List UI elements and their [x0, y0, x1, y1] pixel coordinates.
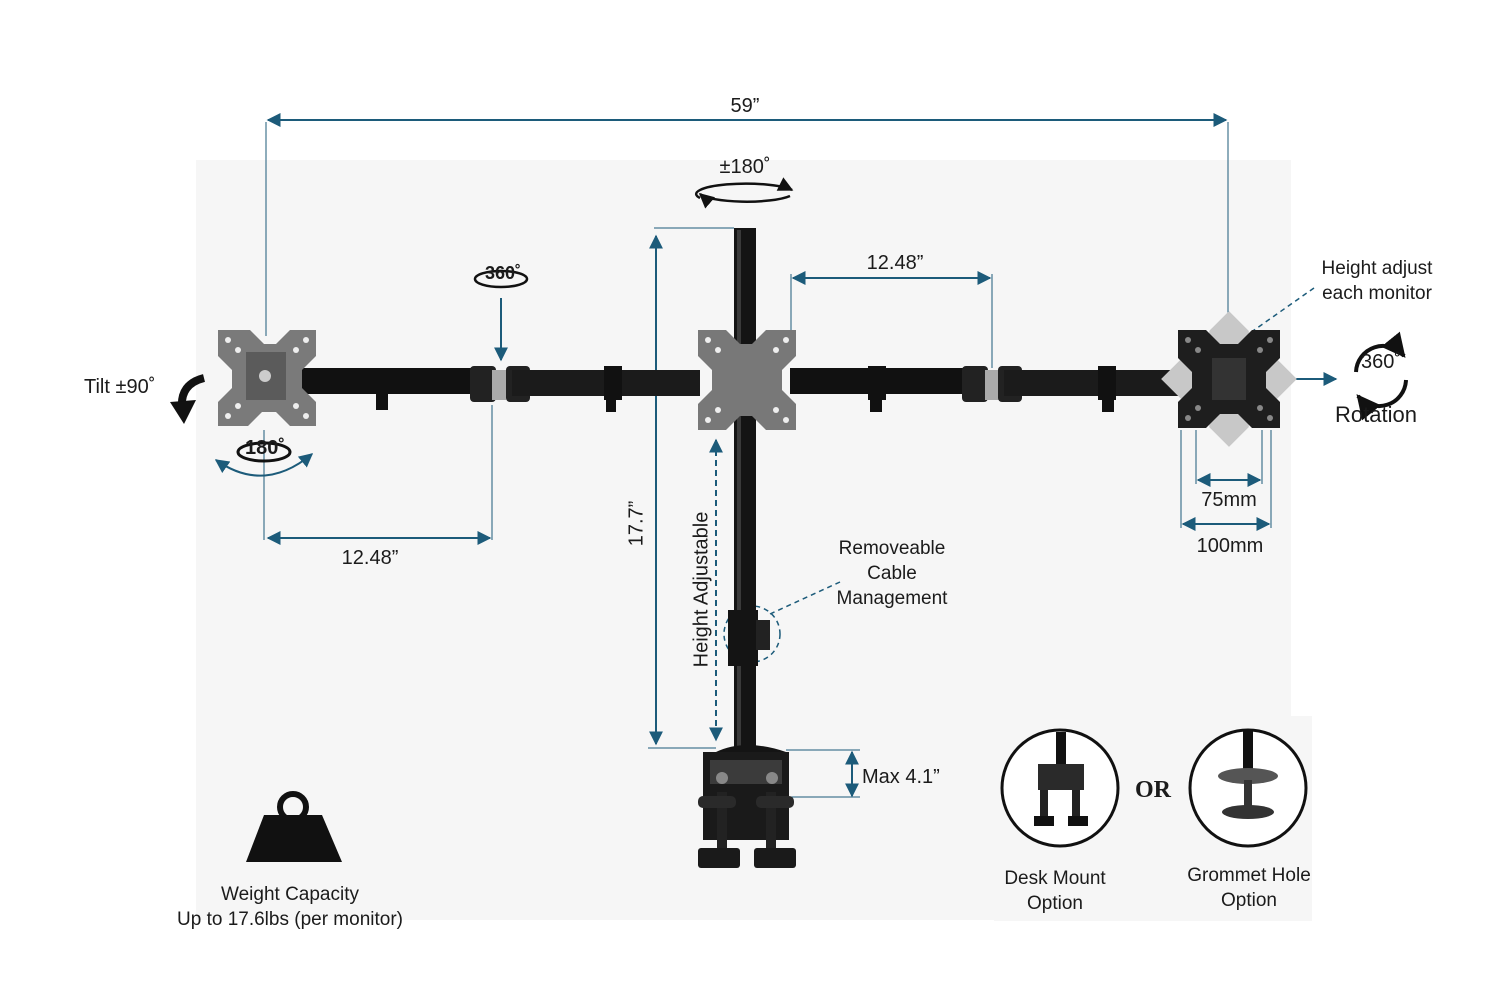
- weight-icon: [246, 791, 342, 862]
- clamp-max-label: Max 4.1”: [862, 766, 940, 788]
- tilt-arrow-icon: [170, 374, 206, 424]
- weight-capacity-text: Weight Capacity Up to 17.6lbs (per monit…: [140, 882, 440, 932]
- right-vesa-plate: [1161, 311, 1297, 447]
- cable-clip: [728, 610, 758, 666]
- cable-management-callout: Removeable Cable Management: [822, 536, 962, 611]
- dimension-pole-height: [648, 227, 734, 749]
- dimension-clamp: [786, 749, 860, 798]
- grommet-line1: Grommet Hole: [1187, 865, 1311, 886]
- right-arm-length-label: 12.48”: [866, 252, 924, 274]
- cable-line1: Removeable: [838, 538, 946, 559]
- height-adjustable-label: Height Adjustable: [690, 511, 713, 668]
- dimension-right-arm: [790, 271, 993, 368]
- desk-line1: Desk Mount: [1004, 868, 1106, 889]
- dimension-vesa: [1180, 430, 1272, 531]
- grommet-caption: Grommet Hole Option: [1174, 863, 1324, 913]
- dimension-left-arm: [263, 405, 493, 545]
- pole-height-label: 17.7”: [625, 500, 648, 547]
- or-label: OR: [1135, 777, 1171, 803]
- cable-line2: Cable: [867, 563, 917, 584]
- tilt-label: Tilt ±90˚: [84, 376, 156, 398]
- right-arm: [790, 366, 1186, 412]
- grommet-option-icon: [1188, 728, 1308, 848]
- rotation-360-label: 360˚: [1360, 351, 1402, 373]
- vesa-100-label: 100mm: [1196, 535, 1264, 557]
- pole-rotation-icon: [694, 177, 794, 209]
- left-arm: [298, 366, 700, 412]
- dimension-59: [265, 113, 1229, 336]
- desk-line2: Option: [1027, 893, 1083, 914]
- pole-rotation-label: ±180˚: [719, 156, 771, 178]
- vesa-75-label: 75mm: [1201, 489, 1257, 511]
- rotation-360-icon: [1354, 331, 1408, 421]
- weight-line1: Weight Capacity: [221, 884, 359, 905]
- left-vesa-plate: [218, 330, 316, 426]
- height-adjust-callout: Height adjust each monitor: [1306, 256, 1448, 306]
- desk-mount-caption: Desk Mount Option: [990, 866, 1120, 916]
- desk-mount-option-icon: [1000, 728, 1120, 848]
- grommet-line2: Option: [1221, 890, 1277, 911]
- left-arm-length-label: 12.48”: [341, 547, 399, 569]
- swivel-180-icon: [214, 441, 314, 477]
- center-vesa-plate: [698, 330, 796, 430]
- height-adjust-line1: Height adjust: [1321, 258, 1433, 279]
- joint-360-label: 360˚: [484, 263, 522, 283]
- desk-clamp: [698, 752, 796, 868]
- total-width-label: 59”: [730, 95, 760, 117]
- swivel-180-label: 180˚: [244, 437, 286, 459]
- weight-line2: Up to 17.6lbs (per monitor): [177, 909, 403, 930]
- cable-line3: Management: [836, 588, 948, 609]
- cable-callout-circle: [723, 605, 781, 663]
- cable-callout-leader: [769, 581, 841, 615]
- joint-360-icon: [473, 269, 529, 289]
- rotation-label: Rotation: [1335, 402, 1417, 427]
- height-adjust-line2: each monitor: [1322, 283, 1432, 304]
